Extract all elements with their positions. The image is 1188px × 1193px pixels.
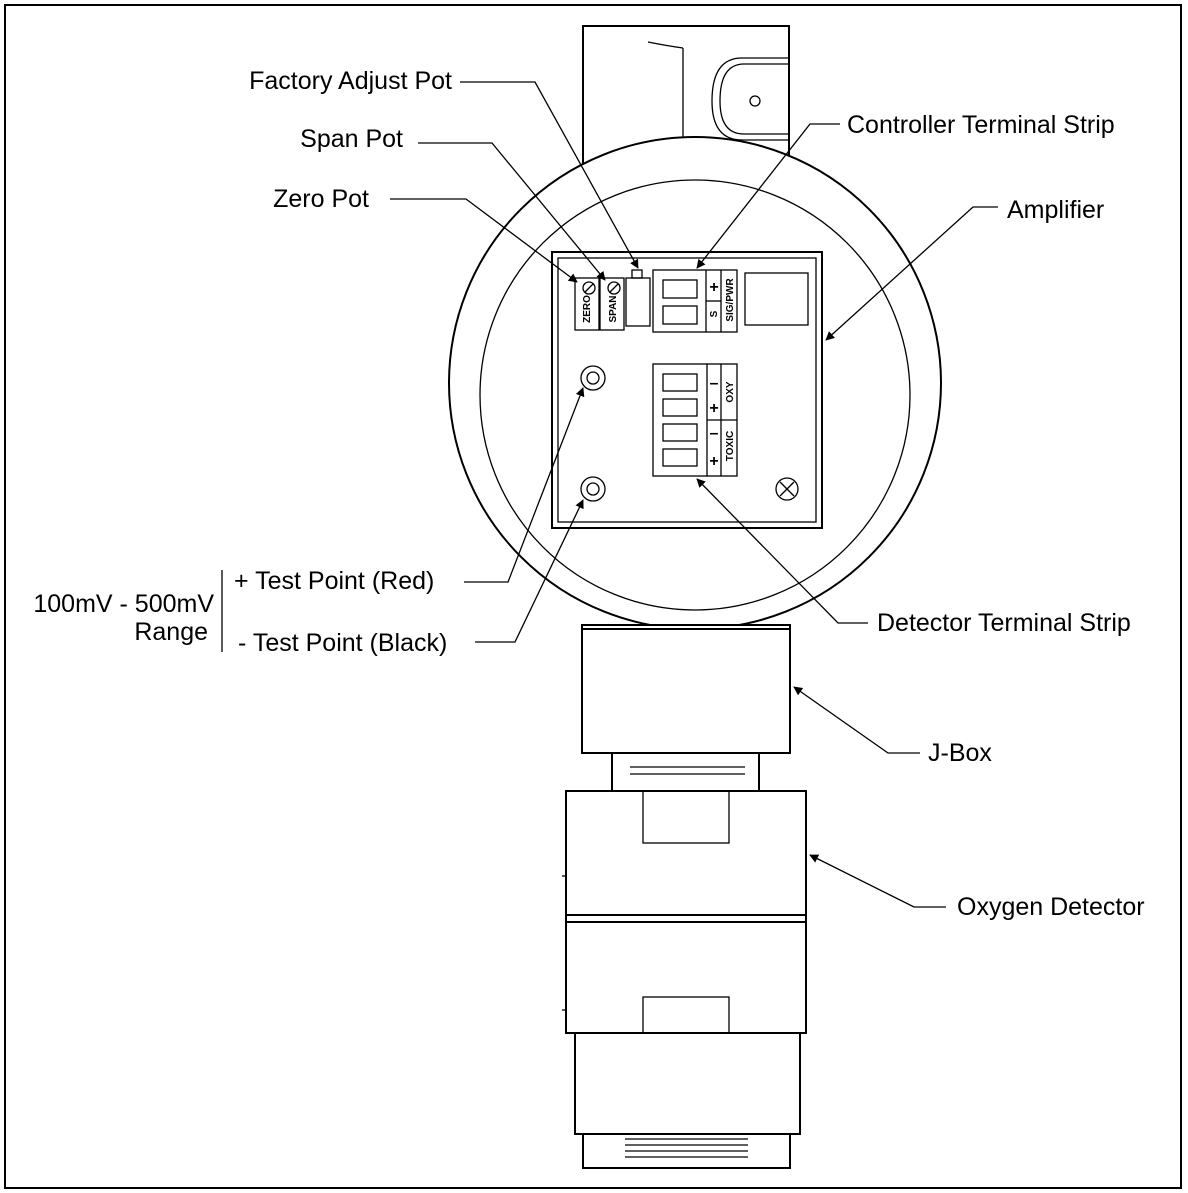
leader-lines (221, 81, 998, 908)
oxy-mark: OXY (725, 381, 736, 402)
oxy-minus: – (710, 375, 719, 392)
span-mark: SPAN (608, 295, 619, 322)
test-point-black (580, 476, 606, 502)
toxic-mark: TOXIC (725, 431, 736, 461)
j-box (581, 624, 791, 754)
range-label-line1: 100mV - 500mV (33, 590, 214, 618)
connector-threads (611, 752, 760, 792)
detector-terminal-strip-label: Detector Terminal Strip (877, 609, 1131, 637)
oxygen-detector-label: Oxygen Detector (957, 893, 1145, 921)
factory-adjust-pot-label: Factory Adjust Pot (249, 67, 452, 95)
amplifier-label: Amplifier (1007, 196, 1104, 224)
zero-mark: ZERO (582, 295, 593, 323)
oxygen-detector (562, 790, 807, 1034)
amplifier-board: ZERO SPAN + S SIG/PWR (551, 251, 823, 529)
zero-pot-label: Zero Pot (273, 185, 369, 213)
toxic-minus: – (710, 425, 719, 442)
sensor-head (574, 1032, 801, 1169)
s-mark: S (709, 310, 720, 317)
housing-inner-ring (479, 179, 911, 611)
toxic-plus: + (709, 453, 718, 470)
board-screw (775, 477, 799, 501)
controller-terminal-strip-label: Controller Terminal Strip (847, 111, 1115, 139)
test-point-red (580, 365, 606, 391)
test-point-red-label: + Test Point (Red) (234, 567, 434, 595)
oxy-plus: + (709, 400, 718, 417)
sig-pwr-mark: SIG/PWR (725, 278, 736, 322)
test-point-black-label: - Test Point (Black) (238, 629, 447, 657)
span-pot-label: Span Pot (300, 125, 403, 153)
j-box-label: J-Box (928, 739, 992, 767)
sig-pwr-plus: + (709, 279, 718, 296)
range-label-line2: Range (134, 618, 208, 646)
